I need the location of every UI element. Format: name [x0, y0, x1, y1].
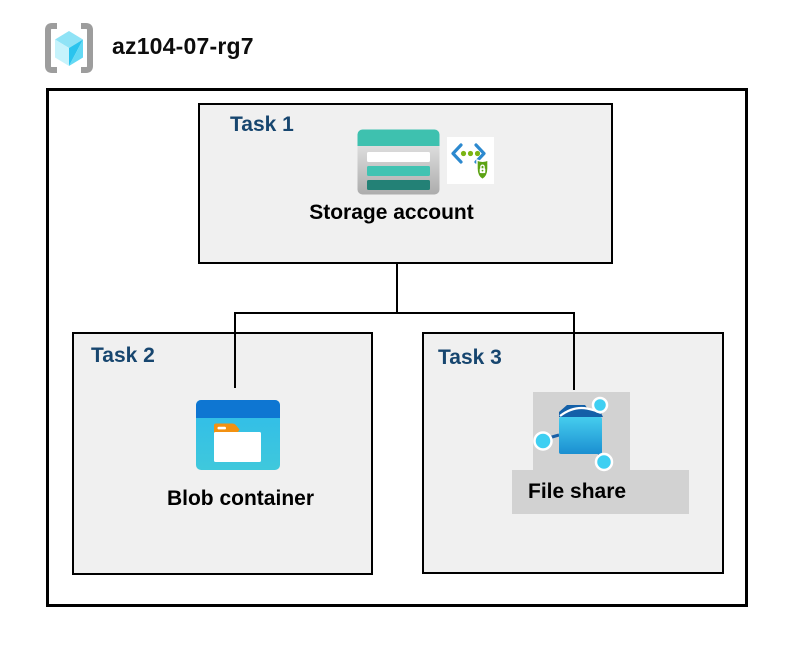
task2-box: Task 2 Blob container — [72, 332, 373, 575]
connector-to-blob-container — [234, 312, 236, 388]
shared-access-signature-icon — [447, 137, 494, 184]
task3-box: Task 3 File share — [422, 332, 724, 574]
file-share-label: File share — [528, 480, 627, 503]
storage-account-label: Storage account — [309, 201, 474, 224]
storage-account-icon — [357, 129, 440, 195]
blob-container-icon — [196, 400, 280, 470]
task3-label: Task 3 — [438, 346, 502, 369]
file-share-label-highlight: File share — [512, 470, 689, 514]
file-share-icon — [533, 392, 630, 472]
connector-branch-horizontal — [234, 312, 575, 314]
connector-storage-stem — [396, 263, 398, 314]
blob-container-label: Blob container — [166, 487, 314, 510]
task2-label: Task 2 — [91, 344, 155, 367]
resource-group-icon — [45, 23, 93, 73]
connector-to-file-share — [573, 312, 575, 390]
task1-label: Task 1 — [230, 113, 294, 136]
resource-group-name: az104-07-rg7 — [112, 33, 254, 59]
task1-box: Task 1 Storage — [198, 103, 613, 264]
